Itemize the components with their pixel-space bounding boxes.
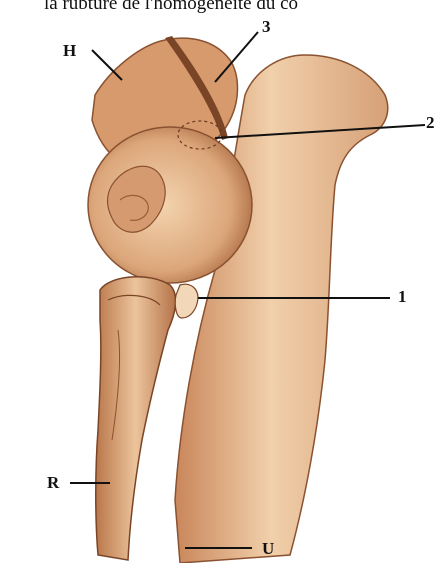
label-r: R bbox=[47, 474, 59, 491]
annular-ligament bbox=[175, 284, 198, 318]
label-2: 2 bbox=[426, 114, 435, 131]
leader-h bbox=[92, 50, 122, 80]
label-u: U bbox=[262, 540, 274, 557]
label-h: H bbox=[63, 42, 76, 59]
label-1: 1 bbox=[398, 288, 407, 305]
label-3: 3 bbox=[262, 18, 271, 35]
radius-shape bbox=[96, 277, 176, 560]
